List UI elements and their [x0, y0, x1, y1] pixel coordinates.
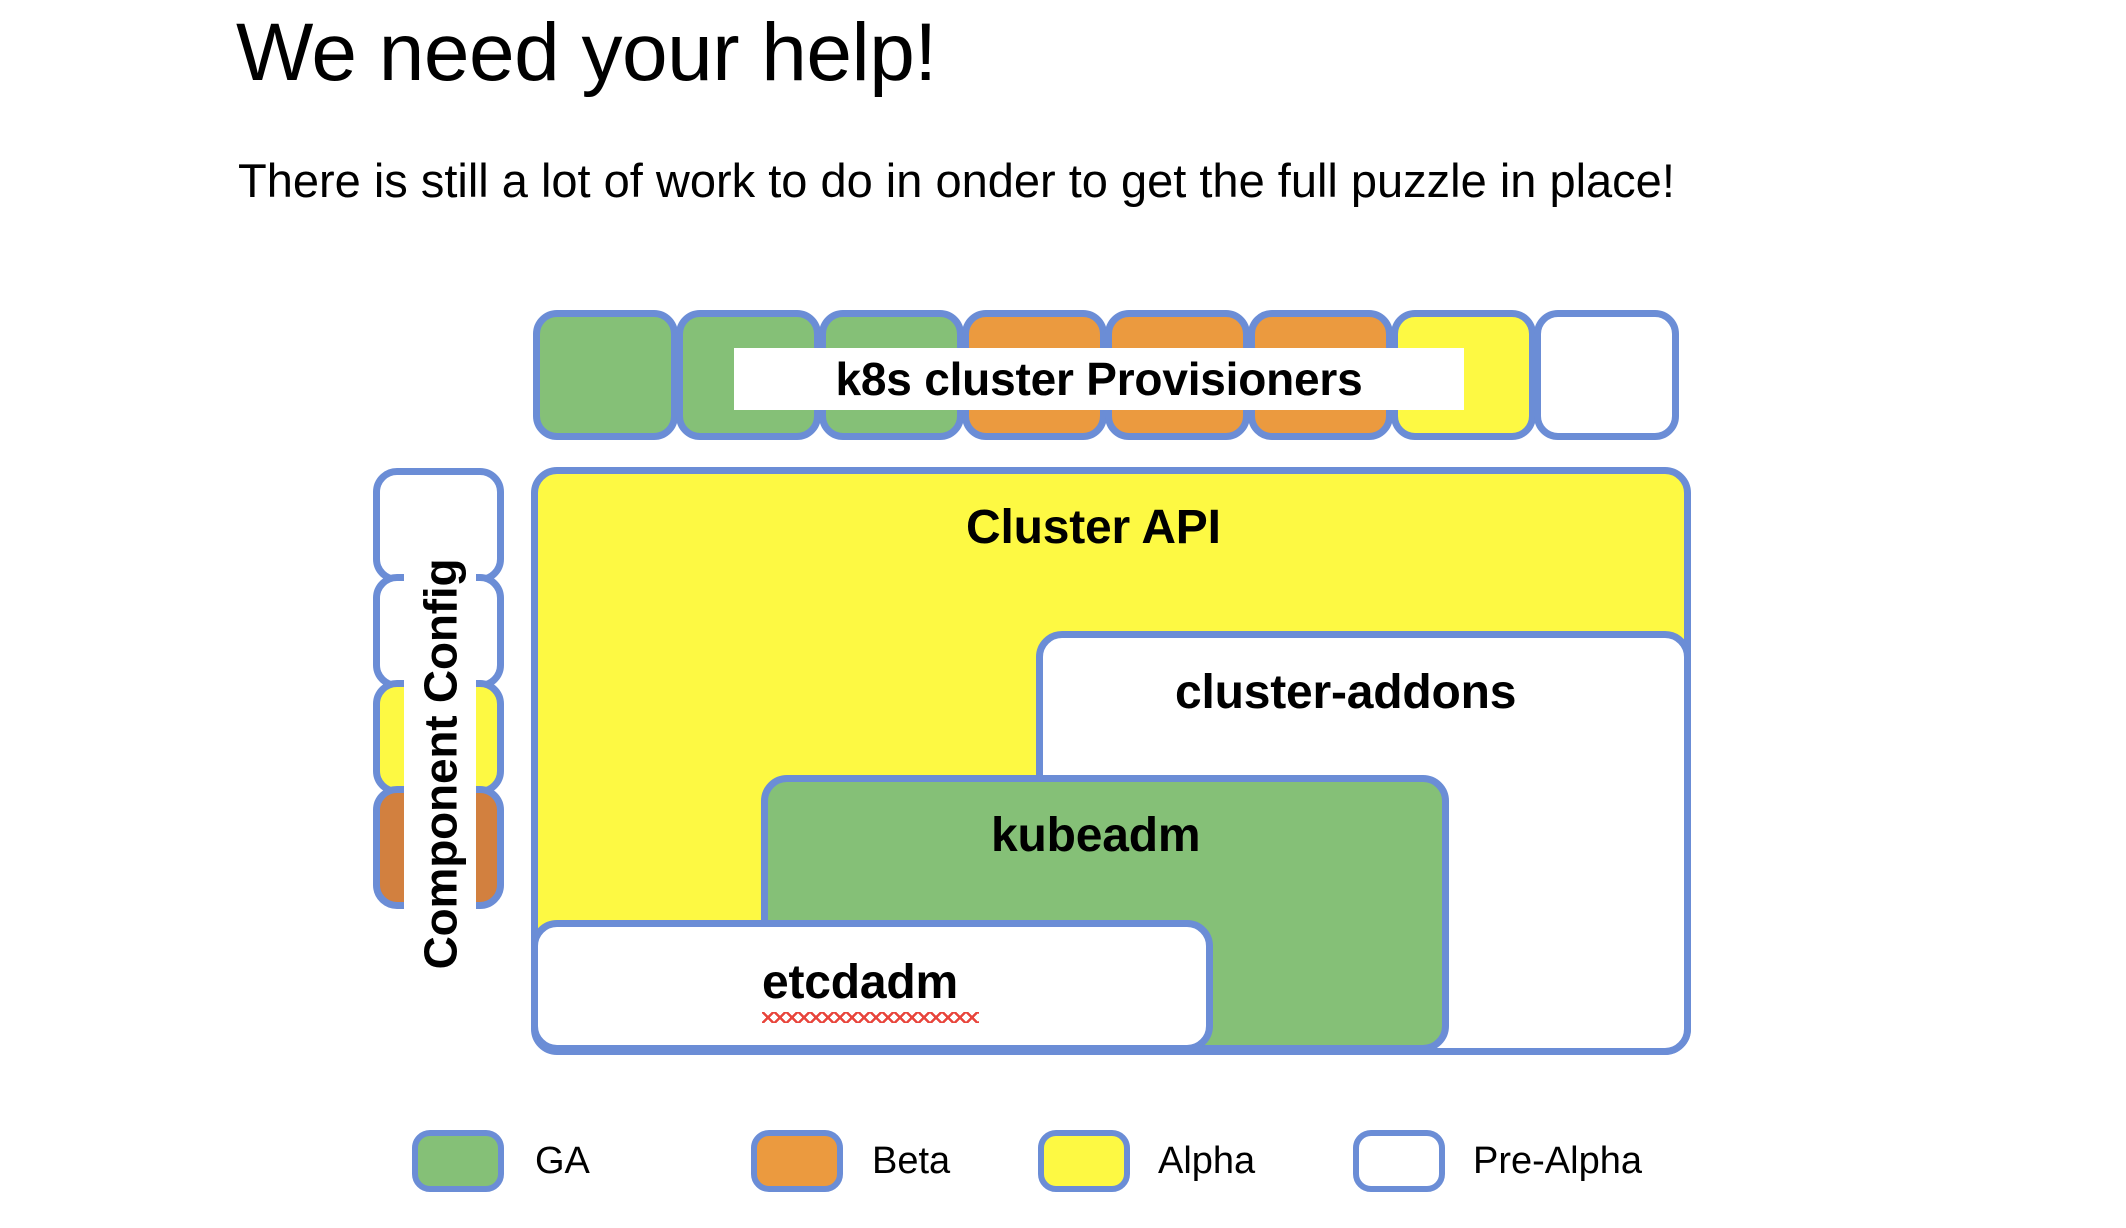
- legend-label-beta: Beta: [872, 1140, 951, 1182]
- legend-swatch-beta: [751, 1130, 843, 1192]
- legend-swatch-ga: [412, 1130, 504, 1192]
- legend-label-ga: GA: [535, 1140, 590, 1182]
- component-config-label: Component Config: [414, 558, 466, 970]
- spellcheck-underline-icon: [762, 1012, 979, 1023]
- page-title: We need your help!: [236, 7, 937, 98]
- stack-label-cluster-api: Cluster API: [966, 501, 1221, 554]
- component-config-label-band: Component Config: [404, 497, 476, 1031]
- legend-label-alpha: Alpha: [1158, 1140, 1256, 1182]
- stack-label-etcdadm: etcdadm: [762, 956, 958, 1009]
- legend-swatch-pre-alpha: [1353, 1130, 1445, 1192]
- stack-box-etcdadm[interactable]: [531, 920, 1213, 1052]
- provisioner-label-band: k8s cluster Provisioners: [734, 348, 1464, 410]
- legend-swatch-alpha: [1038, 1130, 1130, 1192]
- legend-label-pre-alpha: Pre-Alpha: [1473, 1140, 1642, 1182]
- stack-label-cluster-addons: cluster-addons: [1175, 666, 1517, 719]
- page-subtitle: There is still a lot of work to do in on…: [238, 154, 1675, 207]
- provisioner-label: k8s cluster Provisioners: [835, 353, 1363, 405]
- stack-label-kubeadm: kubeadm: [991, 809, 1201, 862]
- provisioner-box-1[interactable]: [533, 310, 678, 440]
- provisioner-box-8[interactable]: [1534, 310, 1679, 440]
